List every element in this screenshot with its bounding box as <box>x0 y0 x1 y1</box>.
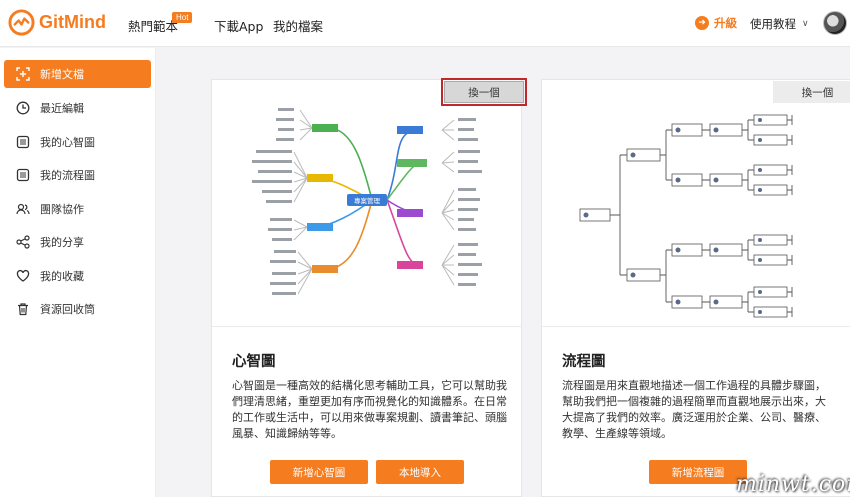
sidebar-item-label: 新增文檔 <box>40 68 84 81</box>
nav-templates[interactable]: 熱門範本 <box>128 19 179 34</box>
sidebar-item-label: 我的收藏 <box>40 270 84 283</box>
flowchart-card-title: 流程圖 <box>562 354 606 370</box>
sidebar-item-my-flowcharts[interactable]: 我的流程圖 <box>4 161 151 189</box>
sidebar-item-favorites[interactable]: 我的收藏 <box>4 262 151 290</box>
mindmap-template-card: 專案管理 換一個 心智圖 心智圖是一種高效的結構化思考輔助工具，它可以幫助我們理… <box>211 78 527 497</box>
new-mindmap-button[interactable]: 新增心智圖 <box>270 460 368 484</box>
sidebar-item-team[interactable]: 團隊協作 <box>4 195 151 223</box>
new-flowchart-button[interactable]: 新增流程圖 <box>649 460 747 484</box>
sidebar-item-label: 我的流程圖 <box>40 169 95 182</box>
clock-icon <box>16 101 30 115</box>
mindmap-card-description: 心智圖是一種高效的結構化思考輔助工具，它可以幫助我們理清思緒，重塑更加有序而視覺… <box>232 379 507 440</box>
hot-badge: Hot <box>172 12 193 23</box>
mindmap-preview[interactable]: 專案管理 <box>212 80 521 327</box>
top-bar: GitMind 熱門範本 Hot 下載App 我的檔案 ➜ 升級 使用教程 ∨ <box>0 0 850 47</box>
gitmind-logo-icon <box>8 9 35 36</box>
local-import-button[interactable]: 本地導入 <box>376 460 464 484</box>
tutorial-label: 使用教程 <box>750 17 796 31</box>
sidebar-item-new-doc[interactable]: 新增文檔 <box>4 60 151 88</box>
avatar[interactable] <box>823 11 847 35</box>
nav-my-files[interactable]: 我的檔案 <box>273 19 324 34</box>
sidebar-item-my-mindmaps[interactable]: 我的心智圖 <box>4 128 151 156</box>
mindmap-preview-image: 專案管理 <box>252 108 482 295</box>
sidebar-item-recent[interactable]: 最近編輯 <box>4 94 151 122</box>
flowchart-switch-button[interactable]: 換一個 <box>773 81 850 103</box>
upgrade-icon: ➜ <box>695 16 709 30</box>
trash-icon <box>16 302 30 316</box>
heart-icon <box>16 269 30 283</box>
brand-name: GitMind <box>39 12 106 32</box>
mindmap-card-title: 心智圖 <box>232 354 276 370</box>
document-icon <box>16 168 30 182</box>
sidebar-item-label: 團隊協作 <box>40 203 84 216</box>
sidebar-item-share[interactable]: 我的分享 <box>4 228 151 256</box>
sidebar-item-trash[interactable]: 資源回收筒 <box>4 295 151 323</box>
sidebar-item-label: 我的心智圖 <box>40 136 95 149</box>
flowchart-template-card: 換一個 流程圖 流程圖是用來直觀地描述一個工作過程的具體步驟圖，幫助我們把一個複… <box>541 79 850 497</box>
gitmind-logo[interactable]: GitMind <box>8 9 106 36</box>
upgrade-button[interactable]: ➜ 升級 <box>695 15 737 31</box>
flowchart-preview[interactable] <box>542 80 850 327</box>
share-icon <box>16 235 30 249</box>
sidebar: 新增文檔 最近編輯 我的心智圖 我的流程圖 團隊協作 我的分享 我的收藏 <box>0 48 156 497</box>
sidebar-item-label: 我的分享 <box>40 236 84 249</box>
document-icon <box>16 135 30 149</box>
watermark: minwt.com <box>736 472 850 497</box>
nav-download-app[interactable]: 下載App <box>214 19 264 34</box>
sidebar-item-label: 資源回收筒 <box>40 303 95 316</box>
team-icon <box>16 202 30 216</box>
add-doc-icon <box>16 67 30 81</box>
sidebar-item-label: 最近編輯 <box>40 102 84 115</box>
flowchart-card-description: 流程圖是用來直觀地描述一個工作過程的具體步驟圖，幫助我們把一個複雜的過程簡單而直… <box>562 379 826 440</box>
chevron-down-icon: ∨ <box>802 19 809 29</box>
tutorial-dropdown[interactable]: 使用教程 ∨ <box>750 16 809 32</box>
mindmap-center-node: 專案管理 <box>354 196 381 205</box>
mindmap-switch-button[interactable]: 換一個 <box>441 78 527 106</box>
upgrade-label: 升級 <box>714 16 737 30</box>
flowchart-preview-image <box>579 114 793 318</box>
